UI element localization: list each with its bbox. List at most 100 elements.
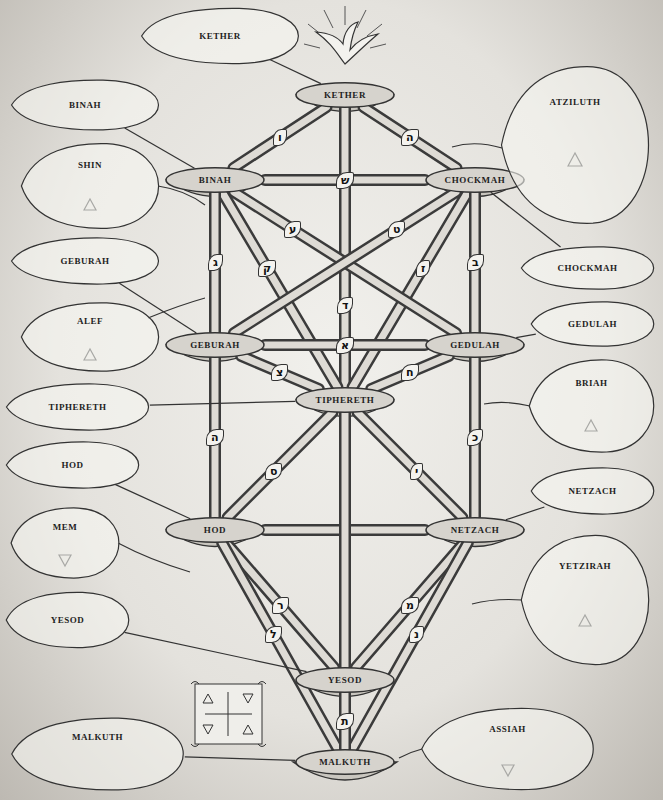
path-letter: ח [401, 364, 419, 381]
path-pipe [228, 413, 333, 518]
leaf-heading: MALKUTH [72, 732, 123, 742]
path-letter: מ [401, 597, 419, 614]
leaf-stems [118, 144, 530, 758]
sephira-bowl: NETZACH [425, 517, 525, 543]
path-letter: צ [271, 364, 288, 381]
leaf-heading: MEM [53, 522, 78, 532]
leaf-outline [528, 356, 655, 456]
leaf-callout: ALEF [20, 300, 160, 374]
sephira-bowl: HOD [165, 517, 265, 543]
leaf-callout: SHIN [20, 140, 160, 232]
dove [316, 22, 378, 64]
sephira-bowl: MALKUTH [295, 749, 395, 775]
path-pipe [345, 413, 346, 667]
elements-inset [191, 682, 266, 747]
leaf-callout: BINAH [10, 78, 160, 132]
sephira-name: MALKUTH [319, 757, 371, 767]
leaf-leader [150, 401, 295, 405]
path-letter: ק [258, 260, 276, 277]
leaf-heading: SHIN [78, 160, 102, 170]
path-letter: ס [265, 463, 282, 480]
leaf-heading: BINAH [69, 100, 101, 110]
leaf-heading: CHOCKMAH [558, 263, 618, 273]
leaf-outline [20, 140, 160, 232]
path-pipe [233, 107, 326, 168]
path-letter: ז [416, 260, 430, 277]
leaf-callout: YETZIRAH [520, 530, 650, 670]
leaf-outline [10, 715, 185, 793]
leaf-callout: ASSIAH [420, 705, 595, 793]
leaf-heading: TIPHERETH [48, 402, 106, 412]
leaf-callout: GEDULAH [530, 300, 655, 348]
leaf-heading: HOD [61, 460, 83, 470]
sephira-name: YESOD [328, 675, 362, 685]
leaf-heading: YETZIRAH [559, 561, 611, 571]
leaf-callout: CHOCKMAH [520, 245, 655, 291]
sephira-name: NETZACH [451, 525, 500, 535]
leaf-leader [115, 484, 190, 518]
path-letter: ג [208, 254, 223, 271]
sephira-name: HOD [204, 525, 226, 535]
path-letter: ל [265, 626, 282, 643]
leaf-leader [506, 507, 545, 520]
path-pipe [371, 356, 449, 389]
path-pipe [363, 107, 456, 168]
path-letter: ע [284, 221, 301, 238]
path-letter: כ [467, 429, 483, 446]
path-pipe [234, 192, 456, 333]
leaf-callout: YESOD [5, 590, 130, 650]
path-pipe [241, 356, 319, 389]
leaf-callout: KETHER [140, 6, 300, 66]
path-letter: ט [388, 221, 405, 238]
leaf-outline [20, 300, 160, 374]
leaf-outline [520, 530, 650, 670]
path-letter: י [410, 463, 423, 480]
path-letter: ב [467, 254, 484, 271]
leaf-outline [500, 60, 650, 230]
leaf-leader [516, 334, 536, 338]
leaf-heading: GEBURAH [60, 256, 109, 266]
path-letter: ו [273, 129, 287, 146]
leaf-callout: HOD [5, 440, 140, 490]
path-pipe [358, 413, 463, 518]
sephira-bowl: YESOD [295, 667, 395, 693]
sephira-bowl: TIPHERETH [295, 387, 395, 413]
leaf-heading: GEDULAH [568, 319, 617, 329]
leaf-heading: ALEF [77, 316, 103, 326]
path-pipe [352, 543, 468, 749]
path-letter: ה [401, 129, 419, 146]
path-letter: ש [336, 172, 354, 189]
path-letter: ד [337, 297, 353, 314]
leaf-heading: KETHER [199, 31, 241, 41]
path-pipe [234, 192, 456, 333]
leaf-outline [420, 705, 595, 793]
leaf-heading: YESOD [51, 615, 85, 625]
sephira-name: CHOCKMAH [445, 175, 506, 185]
leaf-callout: MEM [10, 505, 120, 581]
leaf-callout: MALKUTH [10, 715, 185, 793]
leaf-callout: ATZILUTH [500, 60, 650, 230]
sephira-name: BINAH [199, 175, 232, 185]
leaf-callout: BRIAH [528, 356, 655, 456]
leaf-leader [270, 59, 321, 83]
sephira-name: GEBURAH [190, 340, 240, 350]
path-pipe [222, 543, 338, 749]
leaf-leader [185, 757, 296, 761]
sephira-name: TIPHERETH [316, 395, 375, 405]
sephira-name: KETHER [324, 90, 366, 100]
path-letter: נ [409, 626, 424, 643]
sephira-bowl: BINAH [165, 167, 265, 193]
leaf-callout: TIPHERETH [5, 382, 150, 432]
leaf-heading: ASSIAH [489, 724, 526, 734]
sephira-name: GEDULAH [450, 340, 500, 350]
sephira-cups [167, 95, 523, 780]
path-letter: ה [206, 429, 224, 446]
sephira-bowl: GEBURAH [165, 332, 265, 358]
path-letter: א [336, 337, 354, 354]
leaf-callout: NETZACH [530, 466, 655, 516]
leaf-callout: GEBURAH [10, 236, 160, 286]
leaf-heading: ATZILUTH [550, 97, 601, 107]
path-letter: ת [336, 713, 354, 730]
sephira-bowl: KETHER [295, 82, 395, 108]
leaf-heading: BRIAH [575, 378, 607, 388]
